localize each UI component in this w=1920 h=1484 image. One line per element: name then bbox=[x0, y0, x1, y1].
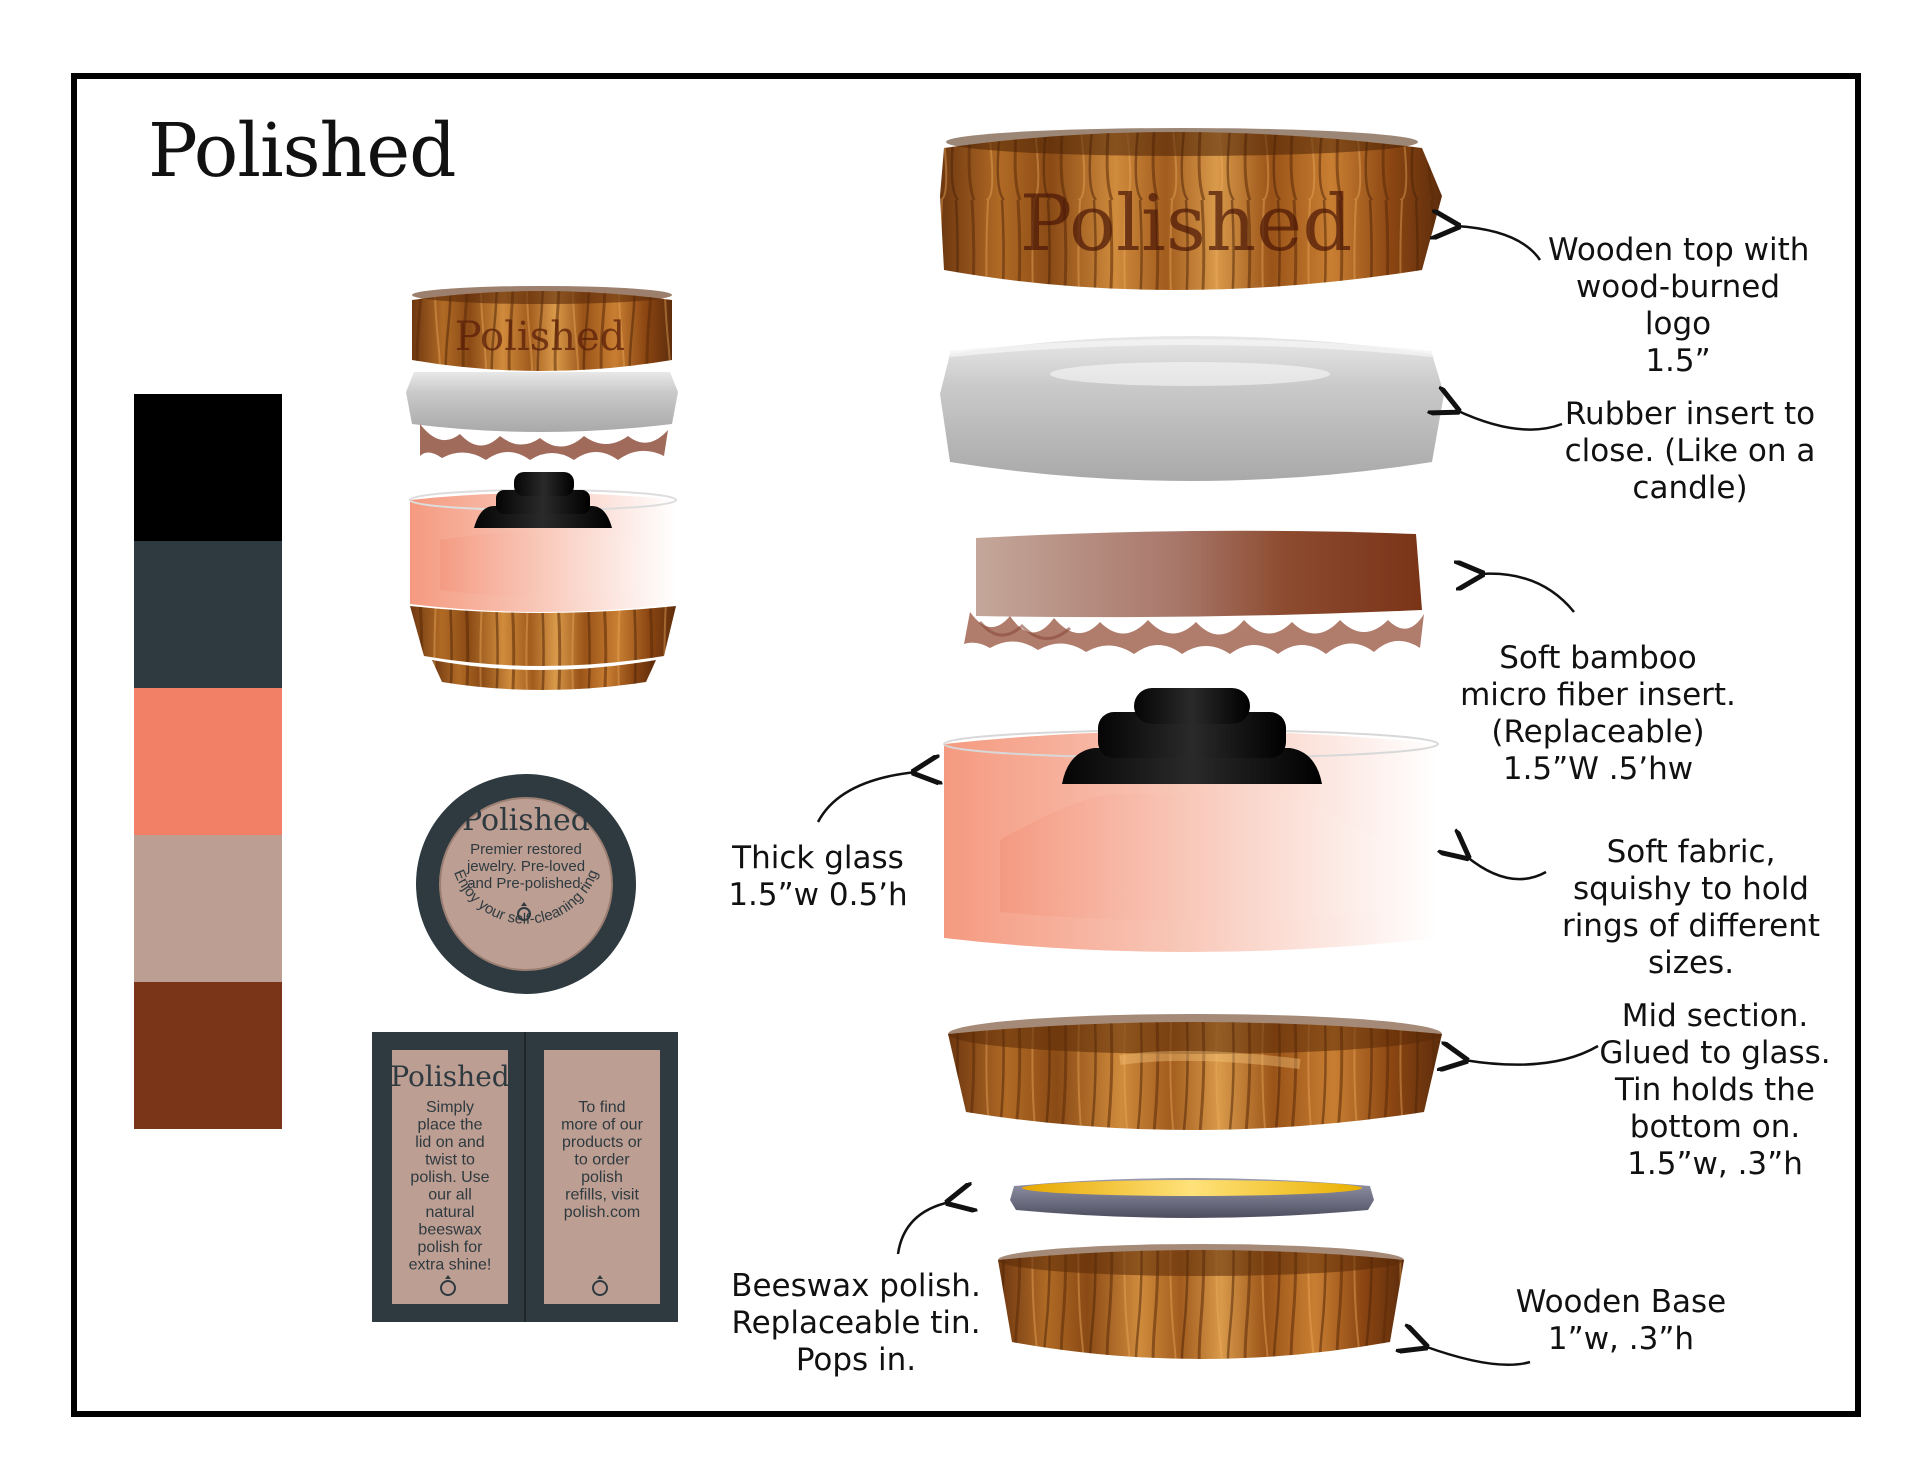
ring-knob-part bbox=[1062, 688, 1322, 784]
lid-label-line-1: Premier restored bbox=[470, 841, 582, 858]
arrow-wooden-top bbox=[1456, 226, 1542, 261]
card-left-line-9: polish for bbox=[418, 1239, 484, 1256]
card-logo: Polished bbox=[390, 1060, 509, 1093]
arrow-beeswax bbox=[896, 1202, 950, 1255]
card-right-line-3: products or bbox=[562, 1134, 643, 1151]
arrow-rubber-insert bbox=[1456, 410, 1563, 431]
card-left-line-10: extra shine! bbox=[409, 1257, 492, 1274]
small-wooden-top: Polished bbox=[412, 286, 672, 371]
card-right-line-2: more of our bbox=[561, 1117, 643, 1134]
card-right-line-1: To find bbox=[578, 1099, 625, 1116]
ring-icon bbox=[440, 1275, 456, 1296]
card-left-line-5: polish. Use bbox=[410, 1169, 489, 1186]
small-ring-knob bbox=[474, 472, 612, 528]
arrow-bamboo-insert bbox=[1480, 574, 1575, 613]
palette-swatch-2 bbox=[134, 541, 282, 688]
small-wooden-base bbox=[410, 606, 676, 690]
rubber-insert-part bbox=[940, 336, 1444, 481]
palette-swatch-3 bbox=[134, 688, 282, 835]
brand-logo: Polished bbox=[148, 108, 456, 194]
card-left-line-2: place the bbox=[418, 1117, 483, 1134]
card-right-line-6: refills, visit bbox=[565, 1187, 639, 1204]
lid-label: Polished Premier restored jewelry. Pre-l… bbox=[416, 774, 636, 994]
card-left-line-3: lid on and bbox=[415, 1134, 484, 1151]
arrow-mid-section bbox=[1464, 1046, 1599, 1065]
color-palette bbox=[134, 394, 282, 1129]
card-left-line-7: natural bbox=[426, 1204, 475, 1221]
palette-swatch-5 bbox=[134, 982, 282, 1129]
assembled-jar: Polished bbox=[406, 286, 678, 690]
wooden-base-part bbox=[998, 1244, 1404, 1359]
wooden-top-logo: Polished bbox=[1020, 179, 1353, 269]
mid-section-part bbox=[948, 1014, 1442, 1130]
lid-label-line-3: and Pre-polished. bbox=[467, 875, 585, 892]
arrow-soft-fabric bbox=[1466, 856, 1547, 881]
card-left-line-4: twist to bbox=[425, 1152, 475, 1169]
callout-beeswax: Beeswax polish. Replaceable tin. Pops in… bbox=[731, 1268, 981, 1378]
card-right-line-7: polish.com bbox=[564, 1204, 640, 1221]
bamboo-insert-part bbox=[964, 530, 1424, 654]
callout-wooden-base: Wooden Base 1”w, .3”h bbox=[1515, 1284, 1727, 1357]
callout-bamboo-insert: Soft bamboo micro fiber insert. (Replace… bbox=[1460, 640, 1736, 787]
card-right-line-4: to order bbox=[574, 1152, 630, 1169]
palette-swatch-1 bbox=[134, 394, 282, 541]
card-left-line-1: Simply bbox=[426, 1099, 474, 1116]
small-fabric-fringe bbox=[420, 424, 668, 460]
callout-soft-fabric: Soft fabric, squishy to hold rings of di… bbox=[1561, 834, 1821, 981]
small-rubber-insert bbox=[406, 372, 678, 432]
beeswax-tin-part bbox=[1010, 1178, 1374, 1218]
card-left-line-8: beeswax bbox=[418, 1222, 481, 1239]
arrow-thick-glass bbox=[816, 772, 916, 823]
arrow-wooden-base bbox=[1424, 1346, 1531, 1367]
card-left-line-6: our all bbox=[428, 1187, 472, 1204]
ring-icon bbox=[592, 1275, 608, 1296]
callout-thick-glass: Thick glass 1.5”w 0.5’h bbox=[728, 840, 908, 913]
callout-wooden-top: Wooden top with wood-burned logo 1.5” bbox=[1548, 232, 1810, 379]
lid-label-line-2: jewelry. Pre-loved bbox=[466, 858, 585, 875]
wooden-top-part: Polished bbox=[940, 128, 1442, 290]
small-top-logo: Polished bbox=[455, 314, 626, 360]
ring-icon bbox=[517, 902, 531, 921]
thick-glass-part bbox=[943, 729, 1439, 952]
card-right-line-5: polish bbox=[581, 1169, 623, 1186]
callout-rubber-insert: Rubber insert to close. (Like on a candl… bbox=[1564, 396, 1816, 506]
callout-mid-section: Mid section. Glued to glass. Tin holds t… bbox=[1599, 998, 1831, 1182]
lid-label-logo: Polished bbox=[462, 803, 590, 838]
palette-swatch-4 bbox=[134, 835, 282, 982]
